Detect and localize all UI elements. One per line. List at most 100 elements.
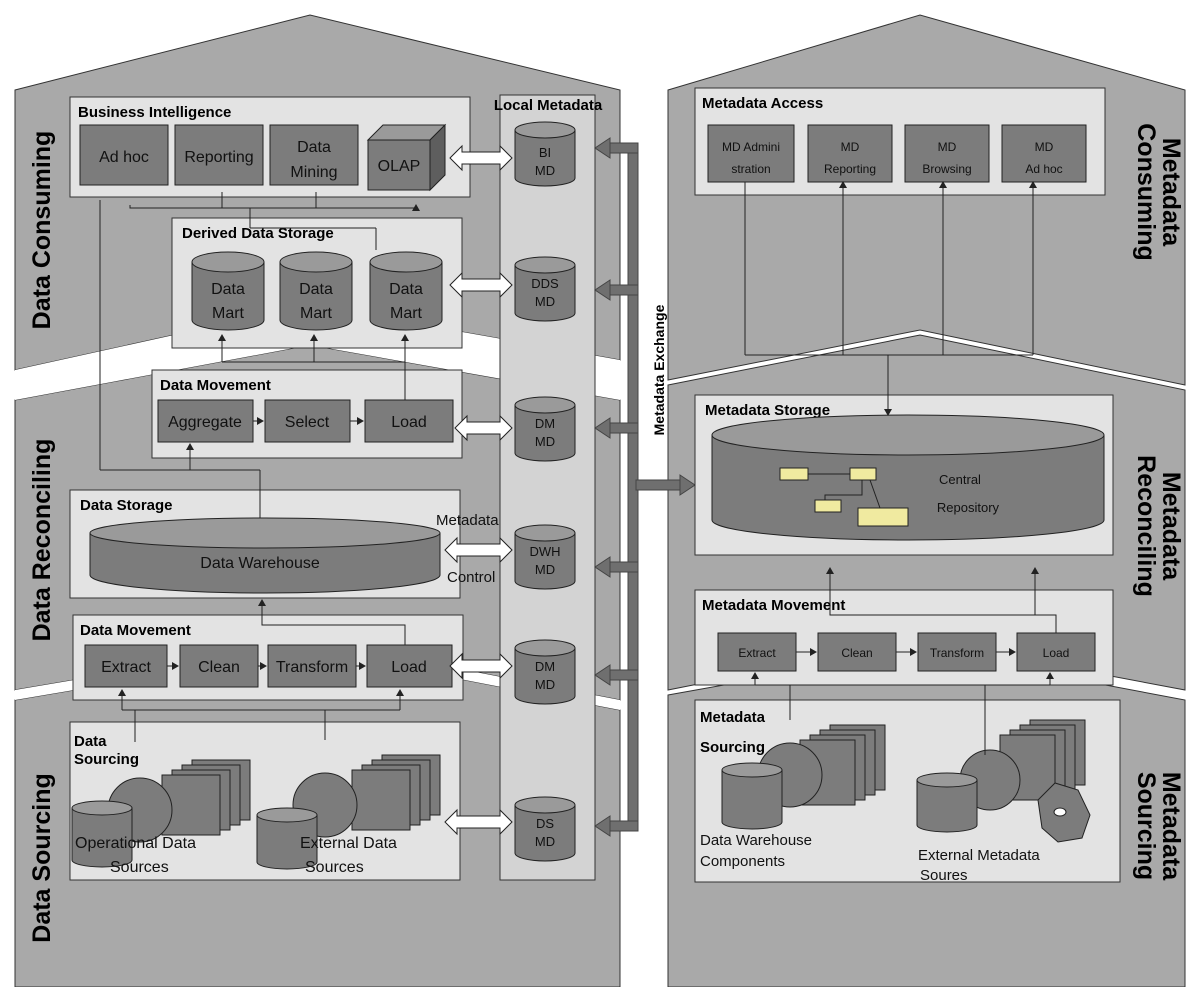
box-select: Select — [265, 400, 350, 442]
md-cylinder-dm-lower: DM MD — [515, 640, 575, 704]
panel-title-data-storage: Data Storage — [80, 497, 173, 514]
panel-title-data-sourcing-1: Data — [74, 733, 107, 750]
svg-text:MD: MD — [938, 140, 957, 154]
band-label-data-sourcing: Data Sourcing — [28, 773, 56, 942]
svg-text:Ad hoc: Ad hoc — [1025, 162, 1062, 176]
band-metadata-consuming — [668, 15, 1185, 385]
box-md-administration: MD Admini stration — [708, 125, 794, 182]
panel-title-business-intelligence: Business Intelligence — [78, 104, 231, 121]
panel-title-metadata-sourcing-1: Metadata — [700, 709, 766, 726]
panel-title-data-movement-upper: Data Movement — [160, 377, 271, 394]
band-label-metadata-reconciling-1: Metadata — [1157, 472, 1185, 581]
label-metadata-control-1: Metadata — [436, 512, 499, 529]
svg-text:Extract: Extract — [738, 646, 776, 660]
svg-text:Load: Load — [391, 414, 427, 431]
box-reporting: Reporting — [175, 125, 263, 185]
panel-title-metadata-storage: Metadata Storage — [705, 402, 830, 419]
panel-title-data-movement-lower: Data Movement — [80, 622, 191, 639]
svg-text:Reporting: Reporting — [824, 162, 876, 176]
label-external-metadata-2: Soures — [920, 867, 968, 884]
md-cylinder-bi: BI MD — [515, 122, 575, 186]
svg-text:Extract: Extract — [101, 659, 151, 676]
band-label-metadata-consuming-2: Consuming — [1132, 123, 1160, 261]
svg-text:MD Admini: MD Admini — [722, 140, 780, 154]
svg-text:stration: stration — [731, 162, 770, 176]
label-metadata-exchange: Metadata Exchange — [651, 304, 667, 435]
cylinder-data-mart-2: Data Mart — [280, 252, 352, 330]
svg-text:MD: MD — [535, 834, 555, 849]
md-cylinder-dm-upper: DM MD — [515, 397, 575, 461]
svg-text:Select: Select — [285, 414, 330, 431]
svg-text:Transform: Transform — [276, 659, 348, 676]
svg-text:MD: MD — [535, 434, 555, 449]
band-label-metadata-sourcing-1: Metadata — [1157, 772, 1185, 881]
panel-title-metadata-access: Metadata Access — [702, 95, 823, 112]
svg-text:Aggregate: Aggregate — [168, 414, 242, 431]
label-operational-sources-2: Sources — [110, 859, 169, 876]
cylinder-data-mart-1: Data Mart — [192, 252, 264, 330]
svg-text:OLAP: OLAP — [378, 158, 421, 175]
panel-title-metadata-sourcing-2: Sourcing — [700, 739, 765, 756]
box-load-upper: Load — [365, 400, 453, 442]
md-cylinder-ds: DS MD — [515, 797, 575, 861]
box-aggregate: Aggregate — [158, 400, 253, 442]
panel-title-data-sourcing-2: Sourcing — [74, 751, 139, 768]
svg-text:Data: Data — [389, 281, 423, 298]
svg-text:Data Warehouse: Data Warehouse — [200, 555, 320, 572]
label-central-repository-1: Central — [939, 472, 981, 487]
svg-text:DM: DM — [535, 659, 555, 674]
box-md-transform: Transform — [918, 633, 996, 671]
box-clean: Clean — [180, 645, 258, 687]
cylinder-data-mart-3: Data Mart — [370, 252, 442, 330]
svg-text:MD: MD — [841, 140, 860, 154]
box-md-browsing: MD Browsing — [905, 125, 989, 182]
label-external-metadata-1: External Metadata — [918, 847, 1040, 864]
panel-title-metadata-movement: Metadata Movement — [702, 597, 845, 614]
label-operational-sources-1: Operational Data — [75, 835, 196, 852]
svg-text:Transform: Transform — [930, 646, 984, 660]
box-md-extract: Extract — [718, 633, 796, 671]
svg-text:Browsing: Browsing — [922, 162, 971, 176]
box-md-reporting: MD Reporting — [808, 125, 892, 182]
box-load-lower: Load — [367, 645, 452, 687]
svg-text:Load: Load — [391, 659, 427, 676]
svg-text:BI: BI — [539, 145, 551, 160]
svg-text:MD: MD — [535, 562, 555, 577]
svg-text:Reporting: Reporting — [184, 149, 253, 166]
label-dw-components-2: Components — [700, 853, 785, 870]
box-transform: Transform — [268, 645, 356, 687]
band-label-metadata-sourcing-2: Sourcing — [1132, 772, 1160, 880]
box-adhoc: Ad hoc — [80, 125, 168, 185]
box-datamining: Data Mining — [270, 125, 358, 185]
svg-text:DDS: DDS — [531, 276, 559, 291]
md-cylinder-dwh: DWH MD — [515, 525, 575, 589]
svg-text:DM: DM — [535, 416, 555, 431]
band-label-metadata-consuming-1: Metadata — [1157, 138, 1185, 247]
svg-text:Data: Data — [297, 139, 331, 156]
svg-text:MD: MD — [535, 677, 555, 692]
svg-text:MD: MD — [1035, 140, 1054, 154]
band-label-metadata-reconciling-2: Reconciling — [1132, 455, 1160, 597]
label-external-sources-1: External Data — [300, 835, 397, 852]
box-md-adhoc: MD Ad hoc — [1002, 125, 1086, 182]
svg-text:Mart: Mart — [300, 305, 333, 322]
svg-text:Mart: Mart — [212, 305, 245, 322]
svg-text:MD: MD — [535, 294, 555, 309]
svg-text:Load: Load — [1043, 646, 1070, 660]
svg-text:Ad hoc: Ad hoc — [99, 149, 149, 166]
svg-text:MD: MD — [535, 163, 555, 178]
label-metadata-control-2: Control — [447, 569, 495, 586]
svg-text:Clean: Clean — [198, 659, 240, 676]
label-central-repository-2: Repository — [937, 500, 1000, 515]
svg-text:Clean: Clean — [841, 646, 872, 660]
label-dw-components-1: Data Warehouse — [700, 832, 812, 849]
svg-text:Data: Data — [299, 281, 333, 298]
box-md-clean: Clean — [818, 633, 896, 671]
md-cylinder-dds: DDS MD — [515, 257, 575, 321]
local-metadata-title: Local Metadata — [494, 97, 603, 114]
label-external-sources-2: Sources — [305, 859, 364, 876]
box-md-load: Load — [1017, 633, 1095, 671]
svg-text:Mart: Mart — [390, 305, 423, 322]
cube-olap: OLAP — [368, 125, 445, 190]
